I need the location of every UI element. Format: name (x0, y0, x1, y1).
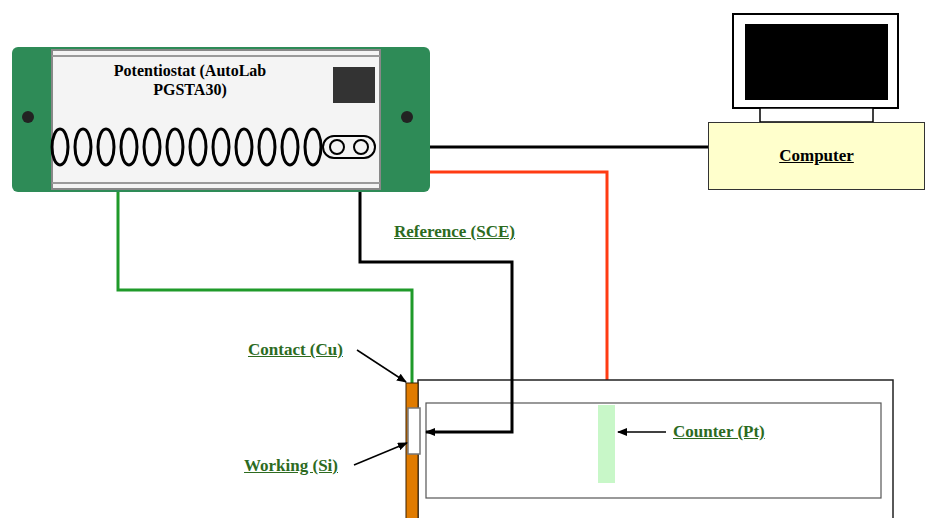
potentiostat-body (12, 47, 430, 192)
red-wire (430, 172, 607, 405)
computer-box: Computer (708, 122, 925, 190)
connector-line (430, 147, 708, 148)
node-text: Potentiostat (AutoLab PGSTA30) (106, 61, 274, 99)
monitor (733, 14, 898, 122)
part-label: Contact (Cu) (247, 340, 344, 360)
part-label: Working (Si) (243, 456, 339, 476)
potentiostat-box: Potentiostat (AutoLab PGSTA30) (12, 47, 430, 192)
part-label: Counter (Pt) (672, 422, 766, 442)
electrochemical-cell (406, 380, 893, 518)
leader-line (618, 431, 666, 433)
part-label: Reference (SCE) (393, 222, 516, 242)
node-text: Computer (779, 146, 854, 166)
leader-line (354, 443, 407, 465)
leader-line (357, 350, 406, 382)
green-wire (118, 192, 412, 384)
